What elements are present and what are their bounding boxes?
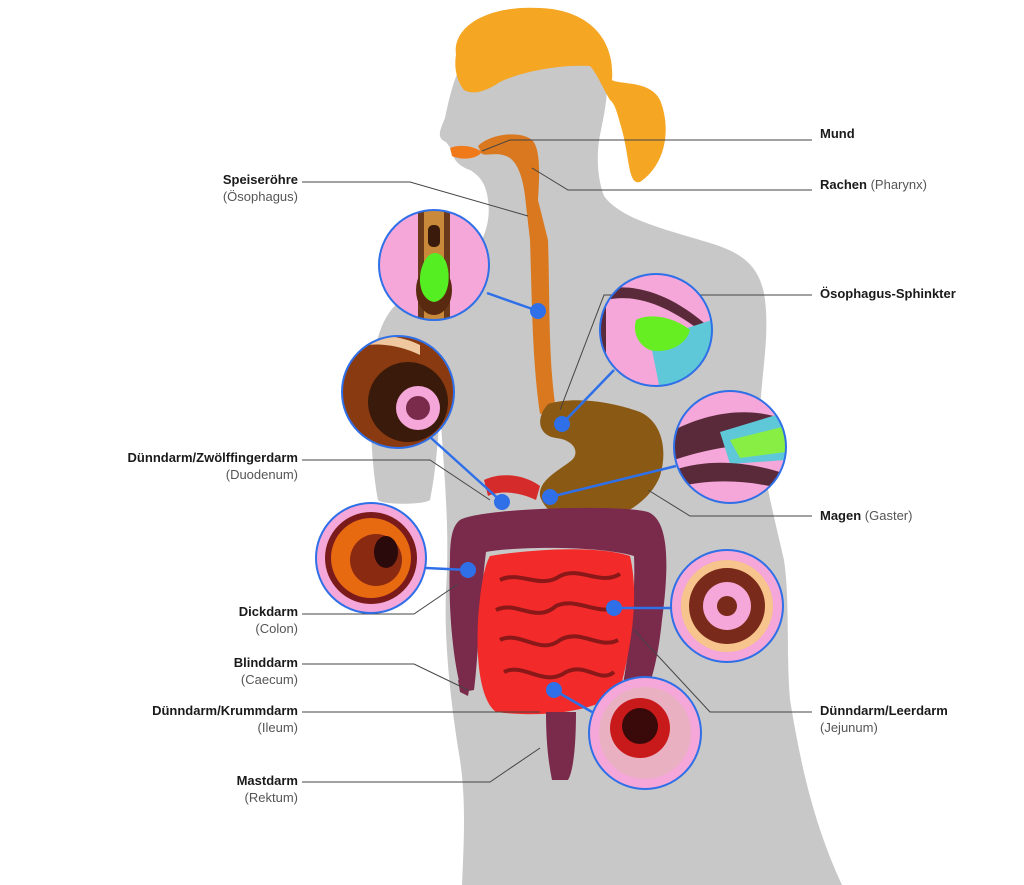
marker-sphincter bbox=[554, 416, 570, 432]
marker-colon bbox=[460, 562, 476, 578]
label-blinddarm: Blinddarm (Caecum) bbox=[234, 654, 298, 688]
label-leerdarm-sub: (Jejunum) bbox=[820, 720, 878, 735]
label-leerdarm-main: Dünndarm/Leerdarm bbox=[820, 703, 948, 718]
detail-stomach bbox=[673, 390, 787, 504]
label-rachen-sub: (Pharynx) bbox=[870, 177, 927, 192]
label-mastdarm-sub: (Rektum) bbox=[244, 790, 298, 805]
marker-duodenum bbox=[494, 494, 510, 510]
label-sphinkter: Ösophagus-Sphinkter bbox=[820, 285, 956, 302]
label-krummdarm: Dünndarm/Krummdarm (Ileum) bbox=[152, 702, 298, 736]
label-zwoelffinger: Dünndarm/Zwölffingerdarm (Duodenum) bbox=[128, 449, 298, 483]
intestine-folds bbox=[495, 571, 622, 680]
label-sphinkter-main: Ösophagus-Sphinkter bbox=[820, 286, 956, 301]
label-mund-main: Mund bbox=[820, 126, 855, 141]
leader-lines bbox=[302, 139, 812, 783]
marker-esophagus bbox=[530, 303, 546, 319]
detail-colon bbox=[315, 502, 427, 614]
detail-duodenum bbox=[341, 335, 455, 449]
esophagus bbox=[478, 134, 556, 414]
label-magen-sub: (Gaster) bbox=[864, 508, 913, 523]
label-dickdarm-main: Dickdarm bbox=[238, 604, 298, 619]
label-zwoelffinger-sub: (Duodenum) bbox=[225, 467, 298, 482]
label-blinddarm-main: Blinddarm bbox=[233, 655, 298, 670]
label-leerdarm: Dünndarm/Leerdarm (Jejunum) bbox=[820, 702, 948, 736]
detail-jejunum bbox=[670, 549, 784, 663]
label-magen-main: Magen bbox=[820, 508, 862, 523]
label-rachen: Rachen (Pharynx) bbox=[820, 176, 927, 193]
detail-esophagus bbox=[378, 209, 490, 321]
label-blinddarm-sub: (Caecum) bbox=[240, 672, 298, 687]
label-mund: Mund bbox=[820, 125, 855, 142]
marker-jejunum bbox=[606, 600, 622, 616]
label-speiseroehre-sub: (Ösophagus) bbox=[222, 189, 298, 204]
label-krummdarm-main: Dünndarm/Krummdarm bbox=[152, 703, 298, 718]
mouth bbox=[450, 145, 482, 159]
label-rachen-main: Rachen bbox=[820, 177, 867, 192]
label-dickdarm-sub: (Colon) bbox=[255, 621, 298, 636]
label-mastdarm-main: Mastdarm bbox=[236, 773, 298, 788]
hair bbox=[455, 7, 666, 183]
label-zwoelffinger-main: Dünndarm/Zwölffingerdarm bbox=[127, 450, 298, 465]
rectum bbox=[546, 712, 576, 780]
markers bbox=[460, 303, 622, 698]
label-speiseroehre: Speiseröhre (Ösophagus) bbox=[223, 171, 298, 205]
detail-sphincter bbox=[599, 273, 713, 387]
marker-ileum bbox=[546, 682, 562, 698]
duodenum bbox=[484, 475, 540, 500]
label-magen: Magen (Gaster) bbox=[820, 507, 912, 524]
label-krummdarm-sub: (Ileum) bbox=[257, 720, 298, 735]
label-dickdarm: Dickdarm (Colon) bbox=[239, 603, 298, 637]
label-speiseroehre-main: Speiseröhre bbox=[222, 172, 298, 187]
connector-lines bbox=[419, 291, 677, 714]
marker-stomach bbox=[542, 489, 558, 505]
detail-ileum bbox=[588, 676, 702, 790]
label-mastdarm: Mastdarm (Rektum) bbox=[237, 772, 298, 806]
